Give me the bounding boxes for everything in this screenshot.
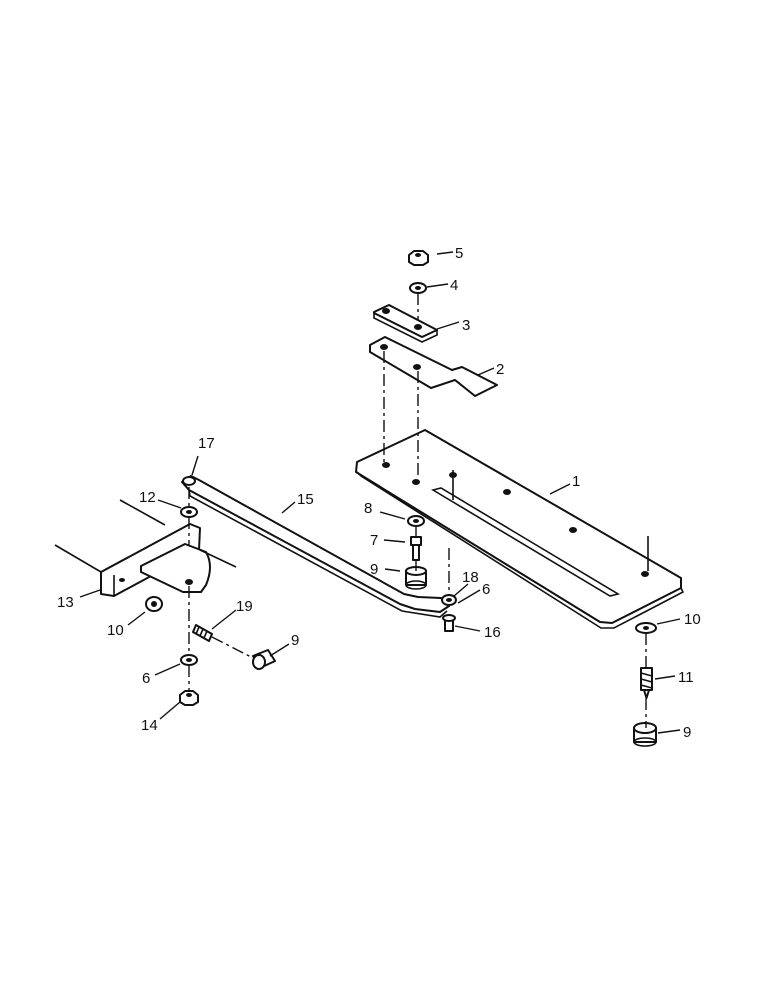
part-9-cap-left <box>252 649 276 670</box>
part-2-bent-bracket <box>369 336 498 397</box>
callout-9-middle: 9 <box>370 561 378 578</box>
callout-11: 11 <box>678 669 694 686</box>
part-7-bolt <box>410 536 422 561</box>
part-11-screw <box>640 667 653 699</box>
callout-13: 13 <box>57 594 74 611</box>
callout-1: 1 <box>572 473 580 490</box>
part-3-clamp-plate <box>373 304 438 343</box>
callout-2: 2 <box>496 361 504 378</box>
callout-6-left: 6 <box>142 670 150 687</box>
callout-18: 18 <box>462 569 479 586</box>
part-16-bolt <box>442 614 456 632</box>
callout-12: 12 <box>139 489 156 506</box>
callout-14: 14 <box>141 717 158 734</box>
callout-8: 8 <box>364 500 372 517</box>
callout-16: 16 <box>484 624 501 641</box>
part-13-angle-bracket <box>100 523 211 597</box>
callout-19: 19 <box>236 598 253 615</box>
part-18-nut <box>441 594 457 606</box>
part-12-washer <box>180 506 198 518</box>
part-4-washer <box>409 282 427 294</box>
callout-10-right: 10 <box>684 611 701 628</box>
callout-3: 3 <box>462 317 470 334</box>
part-9-cap-right <box>633 722 657 747</box>
part-10-washer-right <box>635 622 657 634</box>
part-6-washer-left <box>180 654 198 666</box>
assembly-center-lines <box>188 293 647 728</box>
callout-5: 5 <box>455 245 463 262</box>
part-1-slotted-plate <box>355 429 685 629</box>
part-5-nut <box>408 250 429 266</box>
callout-9-left: 9 <box>291 632 299 649</box>
callout-9-right: 9 <box>683 724 691 741</box>
part-10-washer-left <box>145 596 163 612</box>
callout-4: 4 <box>450 277 458 294</box>
leader-lines <box>79 251 681 734</box>
bracket-extension-lines <box>54 499 237 573</box>
callout-10-left: 10 <box>107 622 124 639</box>
callout-17: 17 <box>198 435 215 452</box>
callout-7: 7 <box>370 532 378 549</box>
part-19-screw <box>192 624 213 642</box>
callout-labels: 5 4 3 2 1 8 7 9 18 6 16 10 11 9 17 15 12… <box>57 245 701 741</box>
callout-15: 15 <box>297 491 314 508</box>
callout-6-middle: 6 <box>482 581 490 598</box>
part-8-washer <box>407 515 425 527</box>
part-14-nut <box>179 690 199 706</box>
